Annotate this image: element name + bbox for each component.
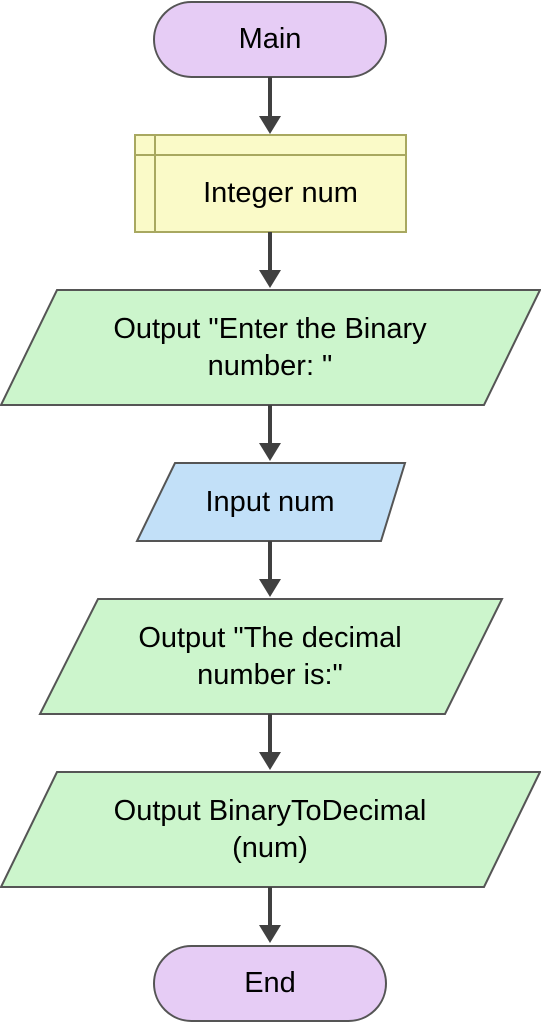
output2-parallelogram-shape bbox=[38, 598, 504, 715]
output3-label: Output BinaryToDecimal (num) bbox=[113, 794, 427, 864]
arrowhead-2 bbox=[259, 270, 281, 288]
output3-parallelogram-shape bbox=[0, 771, 541, 888]
input-parallelogram-shape bbox=[135, 462, 407, 542]
end-terminal-shape bbox=[153, 945, 387, 1022]
declare-box-shape bbox=[134, 134, 407, 233]
output1-parallelogram-shape bbox=[0, 289, 541, 406]
arrowhead-1 bbox=[259, 116, 281, 134]
arrowhead-4 bbox=[259, 579, 281, 597]
output2-label: Output "The decimal number is:" bbox=[138, 621, 402, 691]
end-terminal-label: End bbox=[244, 967, 296, 999]
arrowhead-3 bbox=[259, 443, 281, 461]
start-terminal-label: Main bbox=[238, 23, 302, 55]
declare-box-label: Integer num bbox=[203, 177, 358, 209]
output1-label: Output "Enter the Binary number: " bbox=[113, 312, 427, 382]
arrowhead-5 bbox=[259, 752, 281, 770]
input-label: Input num bbox=[205, 485, 335, 518]
arrowhead-6 bbox=[259, 925, 281, 943]
